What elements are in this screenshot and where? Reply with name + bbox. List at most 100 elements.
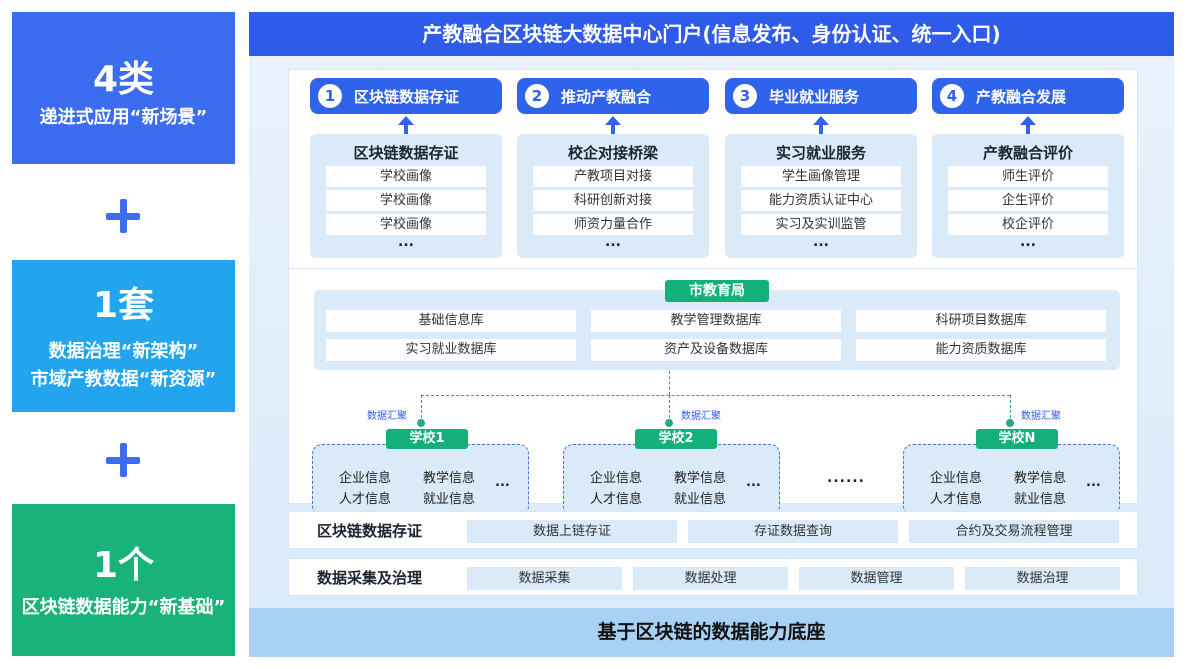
- database-item: 能力资质数据库: [856, 339, 1106, 361]
- school-info: 企业信息: [930, 471, 983, 486]
- row-item: 存证数据查询: [688, 520, 898, 543]
- base-foundation-label: 基于区块链的数据能力底座: [249, 608, 1174, 657]
- app-column: 1 区块链数据存证 区块链数据存证 学校画像 学校画像 学校画像 ...: [310, 78, 502, 258]
- bureau-database-group: 基础信息库 教学管理数据库 科研项目数据库 实习就业数据库 资产及设备数据库 能…: [314, 290, 1120, 370]
- app-number-badge: 1: [318, 84, 342, 108]
- plus-icon: [106, 199, 140, 233]
- school-info: 就业信息: [1014, 492, 1067, 507]
- school-box: 企业信息 教学信息 人才信息 就业信息 ...: [312, 444, 529, 516]
- school-info: 教学信息: [423, 471, 476, 486]
- app-column: 4 产教融合发展 产教融合评价 师生评价 企生评价 校企评价 ...: [932, 78, 1124, 258]
- school-more: ...: [495, 475, 510, 490]
- row-item: 数据处理: [633, 567, 788, 590]
- school-tag: 学校1: [386, 429, 468, 449]
- foundation-box: 1个 区块链数据能力“新基础”: [12, 504, 235, 656]
- foundation-count: 1个: [92, 545, 155, 586]
- school-info: 教学信息: [1014, 471, 1067, 486]
- school-tag: 学校2: [635, 429, 717, 449]
- schools-ellipsis: ......: [827, 470, 865, 486]
- app-item: 科研创新对接: [533, 190, 693, 211]
- row-item: 合约及交易流程管理: [909, 520, 1119, 543]
- school-info: 人才信息: [930, 492, 983, 507]
- database-item: 科研项目数据库: [856, 310, 1106, 332]
- category-count: 4类: [92, 59, 155, 100]
- app-more: ...: [605, 234, 621, 250]
- flow-label: 数据汇聚: [681, 411, 721, 422]
- school-more: ...: [746, 475, 761, 490]
- row-item: 数据管理: [799, 567, 954, 590]
- data-collection-row: 数据采集及治理 数据采集 数据处理 数据管理 数据治理: [288, 558, 1138, 596]
- app-number-badge: 4: [940, 84, 964, 108]
- school-info: 教学信息: [674, 471, 727, 486]
- app-item: 学校画像: [326, 214, 486, 235]
- app-column: 3 毕业就业服务 实习就业服务 学生画像管理 能力资质认证中心 实习及实训监管 …: [725, 78, 917, 258]
- school-info: 人才信息: [339, 492, 392, 507]
- app-more: ...: [1020, 234, 1036, 250]
- data-governance-panel: 基础信息库 教学管理数据库 科研项目数据库 实习就业数据库 资产及设备数据库 能…: [288, 268, 1138, 516]
- school-box: 企业信息 教学信息 人才信息 就业信息 ...: [903, 444, 1120, 516]
- app-header-label: 区块链数据存证: [354, 87, 460, 106]
- bureau-tag: 市教育局: [665, 280, 769, 302]
- category-caption: 递进式应用“新场景”: [39, 107, 208, 128]
- app-card: 产教融合评价 师生评价 企生评价 校企评价 ...: [932, 134, 1124, 258]
- app-header-label: 毕业就业服务: [769, 87, 860, 106]
- app-item: 学校画像: [326, 166, 486, 187]
- row-label: 数据采集及治理: [317, 569, 423, 587]
- blockchain-evidence-row: 区块链数据存证 数据上链存证 存证数据查询 合约及交易流程管理: [288, 511, 1138, 549]
- app-item: 师资力量合作: [533, 214, 693, 235]
- school-box: 企业信息 教学信息 人才信息 就业信息 ...: [563, 444, 780, 516]
- category-box: 4类 递进式应用“新场景”: [12, 12, 235, 164]
- connector-dot: [1006, 419, 1014, 427]
- app-header[interactable]: 3 毕业就业服务: [725, 78, 917, 114]
- row-item: 数据上链存证: [467, 520, 677, 543]
- main-diagram: 产教融合区块链大数据中心门户(信息发布、身份认证、统一入口) 1 区块链数据存证…: [249, 12, 1174, 657]
- app-item: 企生评价: [948, 190, 1108, 211]
- app-header-label: 产教融合发展: [976, 87, 1067, 106]
- app-column: 2 推动产教融合 校企对接桥梁 产教项目对接 科研创新对接 师资力量合作 ...: [517, 78, 709, 258]
- app-item: 产教项目对接: [533, 166, 693, 187]
- plus-icon: [106, 443, 140, 477]
- connector-line: [669, 371, 670, 395]
- connector-line: [1010, 395, 1011, 423]
- app-header[interactable]: 2 推动产教融合: [517, 78, 709, 114]
- app-header[interactable]: 4 产教融合发展: [932, 78, 1124, 114]
- architecture-count: 1套: [92, 285, 155, 326]
- school-info: 人才信息: [590, 492, 643, 507]
- database-item: 教学管理数据库: [591, 310, 841, 332]
- row-label: 区块链数据存证: [317, 522, 423, 540]
- portal-title: 产教融合区块链大数据中心门户(信息发布、身份认证、统一入口): [249, 12, 1174, 56]
- arrow-up-icon: [394, 116, 418, 136]
- connector-line: [669, 395, 670, 423]
- app-item: 师生评价: [948, 166, 1108, 187]
- app-item: 实习及实训监管: [741, 214, 901, 235]
- app-card-title: 区块链数据存证: [353, 144, 459, 162]
- app-more: ...: [813, 234, 829, 250]
- row-item: 数据采集: [467, 567, 622, 590]
- application-panel: 1 区块链数据存证 区块链数据存证 学校画像 学校画像 学校画像 ... 2 推…: [288, 69, 1138, 273]
- app-card: 实习就业服务 学生画像管理 能力资质认证中心 实习及实训监管 ...: [725, 134, 917, 258]
- database-item: 基础信息库: [326, 310, 576, 332]
- school-more: ...: [1086, 475, 1101, 490]
- row-item: 数据治理: [965, 567, 1120, 590]
- arrow-up-icon: [809, 116, 833, 136]
- app-item: 学生画像管理: [741, 166, 901, 187]
- app-header[interactable]: 1 区块链数据存证: [310, 78, 502, 114]
- app-header-label: 推动产教融合: [561, 87, 652, 106]
- arrow-up-icon: [601, 116, 625, 136]
- school-info: 企业信息: [339, 471, 392, 486]
- flow-label: 数据汇聚: [367, 411, 407, 422]
- architecture-box: 1套 数据治理“新架构” 市域产教数据“新资源”: [12, 260, 235, 412]
- foundation-caption: 区块链数据能力“新基础”: [21, 597, 226, 618]
- app-card: 校企对接桥梁 产教项目对接 科研创新对接 师资力量合作 ...: [517, 134, 709, 258]
- app-item: 学校画像: [326, 190, 486, 211]
- flow-label: 数据汇聚: [1021, 411, 1061, 422]
- school-tag: 学校N: [976, 429, 1058, 449]
- app-card-title: 实习就业服务: [775, 144, 866, 162]
- architecture-caption-2: 市域产教数据“新资源”: [30, 369, 217, 390]
- connector-dot: [665, 419, 673, 427]
- school-info: 企业信息: [590, 471, 643, 486]
- app-item: 校企评价: [948, 214, 1108, 235]
- app-card-title: 产教融合评价: [982, 144, 1073, 162]
- app-item: 能力资质认证中心: [741, 190, 901, 211]
- connector-line: [421, 395, 1010, 396]
